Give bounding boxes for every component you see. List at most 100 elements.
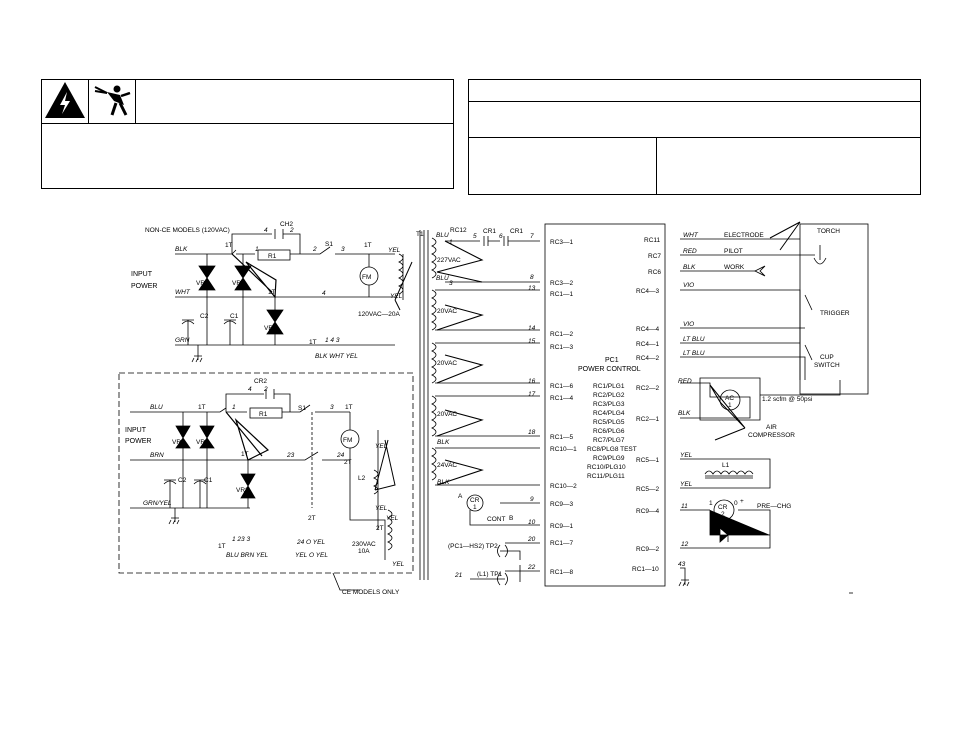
pc1-right-connector: RC5—1 [636,457,660,464]
info-table-col-divider [656,137,657,195]
pc1-plug-item: RC10/PLG10 [587,464,626,471]
pc1-right-connector: RC5—2 [636,486,660,493]
pc1-plug-item: RC5/PLG5 [593,419,625,426]
rs-blk-label-2: BLK [678,410,691,417]
pc1-right-connectors: RC11 RC7 RC6 RC4—3 RC4—4 RC4—1 RC4—2 RC2… [632,237,661,573]
d1-label: D1 [716,525,725,532]
ce-yel-label-b: YEL [375,505,388,512]
non-ce-1t-b: 1T [268,289,276,296]
ce-models-only-note: CE MODELS ONLY [342,589,400,596]
pc1-plug-item: RC11/PLG11 [587,473,625,480]
ce-s1-label: S1 [298,405,306,412]
pc1-plug-item: RC8/PLG8 TEST [587,446,637,453]
rs-red-label-2: RED [678,378,692,385]
v20-label-b: 20VAC [437,360,457,367]
info-table-rule-2 [468,137,921,138]
l1-label: L1 [722,462,730,469]
ce-2t-c: 2T [376,525,384,532]
ce-1t-b: 1T [241,451,249,458]
ce-node-3: 3 [330,404,334,411]
pc1-right-connector: RC9—2 [636,546,660,553]
non-ce-1t-a: 1T [225,242,233,249]
non-ce-ch2-node-4: 4 [264,227,268,234]
ce-node-1: 1 [232,404,236,411]
c1-label: C1 [230,313,239,320]
ce-node-23: 23 [286,452,295,459]
pc1-left-connector: RC1—7 [550,540,574,547]
non-ce-terminal-numbers: 1 4 3 [325,337,340,344]
ce-1t-c: 1T [345,404,353,411]
pc1-plug-item: RC3/PLG3 [593,401,625,408]
blu-wire-label: BLU [150,404,163,411]
v24-label: 24VAC [437,462,457,469]
non-ce-1t-d: 1T [309,339,317,346]
ce-terminal-colors: BLU BRN YEL [226,552,269,559]
ce-input-power-label-1: INPUT [125,427,147,434]
cr2-terminal-1: 1 [709,500,713,507]
warning-icon-divider-2 [135,79,136,123]
pc1-right-connector: RC4—1 [636,341,660,348]
cr1-coil-label: CR [470,497,480,504]
pc1-right-connector: RC6 [648,269,661,276]
rs-blk-label: BLK [683,264,696,271]
c2-label: C2 [200,313,209,320]
lt-blu-label-2: LT BLU [683,350,705,357]
ce-vr1-label: VR1 [172,439,185,446]
non-ce-title: NON-CE MODELS (120VAC) [145,227,230,234]
tr-node-9: 9 [530,496,534,503]
ce-cr2-label: CR2 [254,378,267,385]
cr1-label-a: CR1 [483,228,496,235]
pre-chg-label: PRE—CHG [757,503,791,510]
pc1-left-connector: RC1—4 [550,395,574,402]
pc1-left-connector: RC3—1 [550,239,574,246]
pc1-right-connector: RC1—10 [632,566,659,573]
cr1-coil-num: 1 [473,504,477,511]
ce-l2-label: L2 [358,475,366,482]
tr-node-6: 6 [499,233,503,240]
tr-node-10: 10 [528,519,536,526]
tr-node-1: 1 [449,239,453,246]
ce-yel-label-d: YEL [392,561,405,568]
yel-wire-label-2: YEL [390,293,403,300]
s1-label: S1 [325,241,333,248]
ce-terminal-24: 24 O YEL [296,539,325,546]
cr2-terminal-0: 0 [734,500,738,507]
tr-node-17: 17 [528,391,536,398]
pc1-plug-item: RC7/PLG7 [593,437,625,444]
tr-node-8: 8 [530,274,534,281]
blu-label-2: BLU [436,275,449,282]
blu-label-1: BLU [436,232,449,239]
pc1-plug-item: RC9/PLG9 [593,455,625,462]
tr-node-14: 14 [528,325,536,332]
ce-1t-a: 1T [198,404,206,411]
pc1-right-connector: RC4—4 [636,326,660,333]
ce-input-power-label-2: POWER [125,438,151,445]
ce-fm-label: FM [343,437,352,444]
pc1-left-connectors: RC3—1 RC3—2 RC1—1 RC1—2 RC1—3 RC1—6 RC1—… [550,239,577,576]
tr-node-18: 18 [528,429,536,436]
cr2-num-label: 2 [721,511,725,518]
ce-2t-b: 2T [344,459,352,466]
tr-node-21: 21 [454,572,463,579]
rs-node-43: 43 [678,561,686,568]
non-ce-terminal-colors: BLK WHT YEL [315,353,358,360]
input-power-label-1: INPUT [131,271,153,278]
input-power-label-2: POWER [131,283,157,290]
warning-box-divider [41,123,454,124]
ce-2t-a: 2T [308,515,316,522]
ce-yel-label-a: YEL [375,443,388,450]
pc1-right-connector: RC7 [648,253,661,260]
cont-label: CONT [487,516,505,523]
grn-wire-label: GRN [175,337,190,344]
electrode-label: ELECTRODE [724,232,764,239]
ce-terminal-yel: YEL O YEL [295,552,328,559]
brn-wire-label: BRN [150,452,164,459]
cr2-label: CR [718,504,728,511]
pc1-left-connector: RC10—2 [550,483,577,490]
ce-r1-label: R1 [259,411,268,418]
torch-label: TORCH [817,228,840,235]
non-ce-voltage-label: 120VAC—20A [358,311,400,318]
pc1-left-connector: RC1—2 [550,331,574,338]
terminal-a-label: A [458,493,463,500]
